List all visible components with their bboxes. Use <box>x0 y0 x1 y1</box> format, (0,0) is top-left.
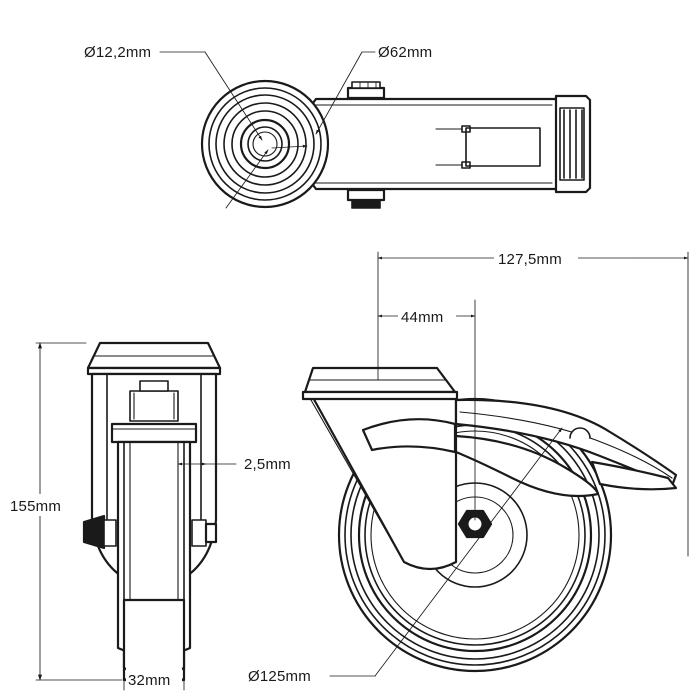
front-view: 155mm 32mm 2,5mm <box>8 341 291 691</box>
top-view-wheel-ring-3 <box>223 102 307 186</box>
dim-tread-thickness-group: 2,5mm <box>177 456 291 473</box>
top-view-upper-bolt <box>346 86 386 100</box>
side-view-brake-pivot-knob <box>569 427 591 439</box>
dim-offset-length: 44mm <box>401 309 443 326</box>
leader-bore-diameter <box>159 51 269 209</box>
front-view-top-plate-base <box>86 366 222 376</box>
front-view-axle-bolt-left <box>82 514 106 550</box>
top-view-wheel-ring-4 <box>231 110 299 178</box>
top-view-brake-pin-bottom <box>461 161 471 169</box>
front-view-brake-bar <box>110 422 198 444</box>
top-view-fork-body-inner-edges <box>315 104 553 184</box>
top-view-wheel-outer-circle <box>200 79 330 209</box>
side-view-brake-shoe <box>454 434 600 498</box>
top-view-upper-bolt-cap <box>351 81 381 89</box>
dim-bore-diameter: Ø12,2mm <box>84 44 151 61</box>
side-view-brake-lever-inner-line <box>459 411 673 479</box>
leader-wheel-diameter <box>329 427 563 677</box>
dim-length-text-mask <box>494 247 578 269</box>
front-view-axle-washer-left <box>103 519 117 547</box>
front-view-kingpin-edges <box>133 392 175 420</box>
top-view: Ø12,2mm Ø62mm <box>84 44 592 209</box>
top-view-brake-arms <box>435 128 463 166</box>
side-view: 127,5mm 44mm Ø125mm <box>248 247 689 685</box>
dim-width-text-mask <box>126 668 182 690</box>
top-view-brake-pin-top <box>461 125 471 133</box>
top-view-wheel <box>200 79 330 209</box>
top-view-housing <box>308 81 592 209</box>
dim-overall-length-group: 127,5mm <box>377 247 689 557</box>
dim-offset-text-mask <box>398 305 456 327</box>
front-view-kingpin-block <box>129 390 179 422</box>
top-view-bore-inner-circle <box>252 131 278 157</box>
side-view-fork-leg-edge <box>310 399 405 563</box>
leader-plate-line-lower <box>271 144 308 149</box>
dim-overall-height: 155mm <box>10 498 61 515</box>
top-view-wheel-ring-2 <box>215 94 315 194</box>
top-view-lower-bolt-cap <box>351 199 381 209</box>
leader-bore-line-lower <box>225 149 269 209</box>
dim-height-text-mask <box>8 494 74 516</box>
top-view-brake-plate <box>465 127 541 167</box>
dim-offset-length-group: 44mm <box>377 299 476 521</box>
top-view-tail-slot <box>559 107 585 181</box>
top-view-bore-circle <box>247 126 283 162</box>
front-view-kingpin-cap <box>139 380 169 392</box>
side-view-brake-shoe-upper <box>361 418 457 454</box>
leader-bore-line-upper <box>204 51 263 141</box>
dim-wheel-width-group: 32mm <box>123 659 185 691</box>
top-view-upper-bolt-knurl <box>359 81 377 89</box>
dim-wheel-diameter: Ø125mm <box>248 668 311 685</box>
top-view-tail-grip-lines <box>563 109 583 179</box>
leader-plate-diameter <box>271 51 376 149</box>
front-view-axle-bolt-right <box>204 522 218 544</box>
dim-wheel-width: 32mm <box>128 672 170 689</box>
front-view-wheel-lower <box>122 598 186 678</box>
dim-overall-length: 127,5mm <box>498 251 562 268</box>
leader-wheel-line <box>374 427 563 677</box>
front-view-axle-washer-right <box>191 519 207 547</box>
top-view-wheel-ring-1 <box>208 87 322 201</box>
dim-plate-diameter: Ø62mm <box>378 44 432 61</box>
leader-plate-line-upper <box>315 51 363 135</box>
top-view-hub-circle <box>239 118 291 170</box>
side-view-brake-lever-pad <box>590 460 678 491</box>
dim-overall-height-group: 155mm <box>8 342 123 681</box>
dim-tread-thickness: 2,5mm <box>244 456 291 473</box>
side-view-top-plate-base <box>301 390 459 401</box>
top-view-lower-bolt <box>346 188 386 202</box>
